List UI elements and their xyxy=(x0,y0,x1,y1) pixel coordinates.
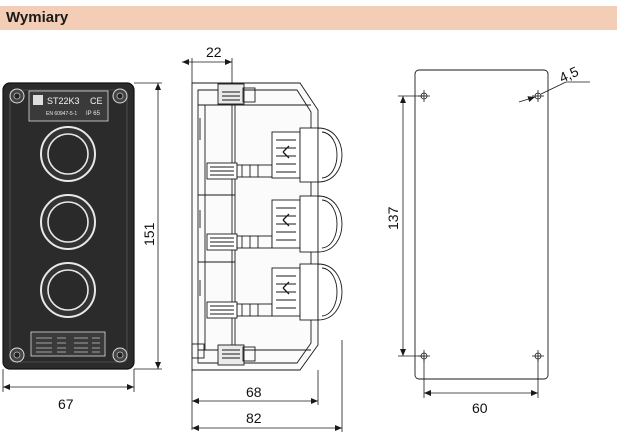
width-label: 67 xyxy=(58,396,74,412)
corner-screw-icon xyxy=(112,347,128,363)
hole-diameter-leader xyxy=(518,81,590,103)
height-label: 151 xyxy=(141,222,157,246)
enclosure-inner-face xyxy=(9,89,128,363)
mounting-plate xyxy=(414,69,549,380)
ce-mark: CE xyxy=(90,96,103,106)
width-dimension xyxy=(2,369,135,392)
mounting-hole-icon xyxy=(532,90,544,102)
overall-width-label: 82 xyxy=(246,410,262,426)
ip-rating-label: IP 65 xyxy=(86,111,101,117)
contact-block-2 xyxy=(206,195,343,253)
corner-screw-icon xyxy=(112,88,128,104)
top-offset-dimension xyxy=(182,58,233,83)
hole-horizontal-dimension xyxy=(423,356,539,398)
hole-horizontal-label: 60 xyxy=(472,400,488,416)
front-view: ST22K3 CE EN 60947-5-1 IP 65 xyxy=(2,82,162,412)
corner-screw-icon xyxy=(9,88,25,104)
hole-vertical-label: 137 xyxy=(385,206,401,230)
inner-width-dimension xyxy=(191,340,343,432)
push-button-1 xyxy=(40,126,96,182)
section-title: Wymiary xyxy=(6,9,69,26)
corner-screw-icon xyxy=(9,347,25,363)
contact-block-3 xyxy=(206,263,343,321)
bottom-screw-icon xyxy=(217,344,245,366)
side-view xyxy=(191,82,343,371)
standard-label: EN 60947-5-1 xyxy=(46,111,77,117)
top-screw-icon xyxy=(217,83,245,105)
section-header-bar: Wymiary xyxy=(0,6,617,30)
brand-logo-icon xyxy=(33,95,43,105)
height-dimension xyxy=(134,82,162,370)
push-button-3 xyxy=(40,262,96,318)
top-offset-label: 22 xyxy=(206,44,222,60)
push-button-2 xyxy=(40,194,96,250)
rating-table-lines xyxy=(36,337,100,353)
contact-block-1 xyxy=(206,127,343,183)
inner-width-label: 68 xyxy=(246,384,262,400)
hole-diameter-label: 4,5 xyxy=(557,63,582,86)
plate-outline xyxy=(414,69,549,380)
model-label: ST22K3 xyxy=(47,96,80,106)
rating-label-plate xyxy=(30,331,106,357)
hole-vertical-dimension xyxy=(398,95,424,357)
